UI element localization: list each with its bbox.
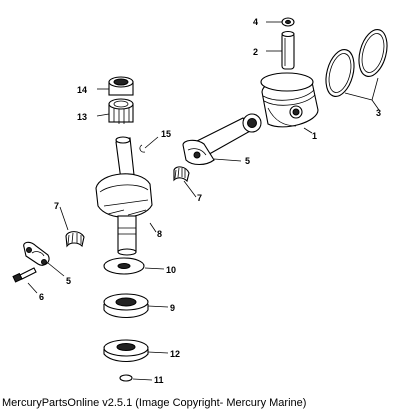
- part-5-rod-cap[interactable]: [23, 241, 50, 266]
- part-6-screw[interactable]: [12, 267, 37, 283]
- part-7-needle-bearing-lower[interactable]: [65, 231, 85, 248]
- callout-13: 13: [77, 112, 87, 122]
- callout-15: 15: [161, 129, 171, 139]
- callout-2: 2: [253, 47, 258, 57]
- part-14-bearing-race[interactable]: [108, 76, 134, 96]
- part-13-roller-bearing[interactable]: [108, 98, 134, 124]
- part-1-piston[interactable]: [260, 72, 319, 128]
- part-10-washer[interactable]: [103, 257, 145, 275]
- callout-9: 9: [170, 303, 175, 313]
- callout-5-upper: 5: [245, 156, 250, 166]
- callout-1: 1: [312, 131, 317, 141]
- part-11-ring[interactable]: [119, 374, 133, 382]
- callout-11: 11: [154, 375, 164, 385]
- copyright-footer: MercuryPartsOnline v2.5.1 (Image Copyrig…: [2, 397, 307, 409]
- callout-labels: 4 2 3 1 5 15 7 14 13 8 7 5 6 10 9 12 11: [39, 17, 381, 385]
- callout-7-upper: 7: [197, 193, 202, 203]
- part-15-clip[interactable]: [139, 136, 159, 153]
- part-4-pin-retainer[interactable]: [281, 17, 295, 27]
- part-12-seal-plate[interactable]: [103, 339, 149, 363]
- callout-4: 4: [253, 17, 258, 27]
- callout-14: 14: [77, 85, 87, 95]
- callout-8: 8: [157, 229, 162, 239]
- callout-7-lower: 7: [54, 201, 59, 211]
- part-2-piston-pin[interactable]: [281, 30, 295, 70]
- part-5-connecting-rod[interactable]: [182, 113, 262, 166]
- callout-6: 6: [39, 292, 44, 302]
- callout-5-lower: 5: [66, 276, 71, 286]
- callout-10: 10: [166, 265, 176, 275]
- part-9-seal[interactable]: [103, 293, 149, 319]
- leader-lines: [27, 21, 380, 381]
- part-3-piston-rings[interactable]: [321, 26, 392, 99]
- part-7-needle-bearing-upper[interactable]: [173, 166, 190, 183]
- part-8-crankshaft[interactable]: [95, 136, 153, 256]
- callout-3: 3: [376, 108, 381, 118]
- callout-12: 12: [170, 349, 180, 359]
